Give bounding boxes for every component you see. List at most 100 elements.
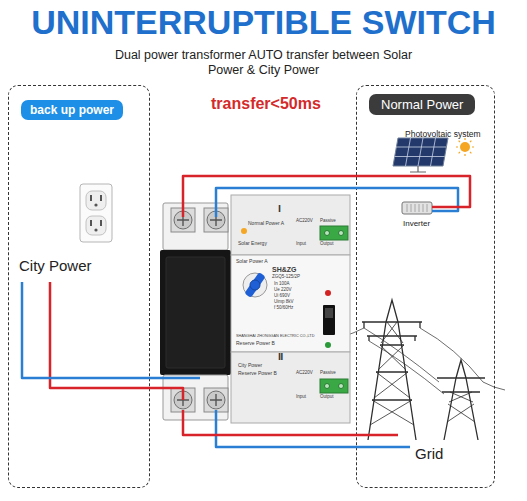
top-module [231, 195, 350, 255]
transmission-towers [344, 300, 505, 440]
source-label: City Power [19, 258, 92, 273]
block-screw [339, 384, 344, 389]
tower-lattice [370, 322, 414, 425]
live-wire [182, 195, 185, 217]
panel-face [393, 138, 448, 166]
power-wire [183, 176, 356, 195]
outlet-slot [90, 220, 92, 226]
region-badge: back up power [21, 100, 123, 120]
live-wire [182, 410, 185, 425]
terminal-housing [163, 375, 228, 420]
page-title: UNINTERRUPTIBLE SWITCH [0, 5, 527, 39]
sun-symbol [456, 138, 474, 156]
normal-power-region: Normal PowerPhotovoltaic systemInverterG… [356, 85, 495, 488]
device-marking: SHANGHAI ZHONGGAN ELECTRIC CO.,LTD [236, 335, 314, 339]
live-wire [356, 176, 470, 207]
power-outlet [80, 184, 112, 242]
device-marking: Input [296, 242, 306, 247]
device-marking: City Power [238, 363, 262, 368]
transfer-switch: ⅠNormal Power ASolar EnergyAC220VPassive… [160, 195, 350, 425]
power-lines [344, 328, 505, 394]
mode-slider [323, 305, 335, 335]
screw-slot [177, 394, 222, 406]
knob-ring [243, 273, 267, 297]
device-marking: Solar Energy [238, 241, 267, 246]
device-marking: Passive [320, 219, 336, 224]
outlet-slot [100, 195, 102, 201]
switch-device-art [160, 195, 350, 423]
body-panel [166, 257, 225, 368]
green-terminal-block [320, 226, 348, 240]
device-marking: Ⅰ [278, 206, 281, 214]
timing-note: transfer<50ms [211, 94, 321, 113]
tower-arms [362, 322, 422, 400]
backup-power-region: back up powerCity Power [8, 85, 150, 488]
device-marking: Ue 220V [274, 288, 292, 293]
component-label: Inverter [403, 220, 430, 228]
subtitle: Dual power transformer AUTO transfer bet… [112, 48, 415, 78]
screw-slot [177, 214, 222, 226]
tower-insulators [364, 322, 420, 341]
panel-stand [410, 166, 426, 172]
outlet-socket [86, 216, 106, 235]
neutral-wire [22, 282, 200, 378]
device-marking: AC220V [296, 371, 313, 376]
selector-hub [250, 280, 260, 290]
outlet-ground [94, 203, 97, 206]
tower-small-lattice [447, 392, 475, 422]
live-wire [356, 434, 398, 437]
device-marking: Normal Power A [248, 221, 284, 226]
device-marking: Uimp 8kV [274, 300, 294, 305]
tower-legs [368, 300, 416, 440]
region-badge: Normal Power [369, 94, 475, 115]
sun-rays [456, 138, 474, 156]
block-screw [325, 384, 330, 389]
outlet-slot [100, 220, 102, 226]
slider-knob [325, 308, 333, 318]
neutral-wire [216, 410, 410, 447]
device-marking: f 50/60Hz [274, 306, 293, 311]
live-wire [160, 388, 183, 400]
device-marking: SH&ZG [272, 266, 297, 273]
live-wire [50, 282, 150, 388]
indicator-red [325, 290, 331, 296]
inverter-fins [407, 204, 427, 212]
source-label: Grid [415, 446, 443, 461]
device-marking: Ⅱ [278, 354, 283, 362]
indicator-green [325, 342, 331, 348]
neutral-wire [216, 188, 458, 217]
device-marking: Solar Power A [236, 259, 268, 264]
system-label: Photovoltaic system [405, 130, 481, 139]
control-panel [231, 255, 350, 352]
sun-disc [460, 142, 470, 152]
device-marking: Reserve Power B [236, 341, 275, 346]
device-marking: ZGQ5-125/2P [272, 275, 300, 280]
device-marking: Input [296, 395, 306, 400]
power-wire [150, 387, 160, 390]
panel-grid [395, 138, 447, 166]
device-marking: AC220V [296, 219, 313, 224]
power-wire [183, 425, 356, 435]
terminal-housing [163, 203, 228, 250]
sun-icon [241, 228, 247, 234]
device-marking: In 100A [274, 282, 290, 287]
block-screw [339, 231, 344, 236]
outlet-slot [90, 195, 92, 201]
block-screw [325, 231, 330, 236]
outlet-plate [80, 184, 112, 242]
inverter-symbol [402, 202, 432, 214]
device-marking: Output [320, 242, 334, 247]
device-marking: Passive [320, 371, 336, 376]
bottom-module [231, 352, 350, 423]
device-marking: Ui 690V [274, 294, 290, 299]
switch-body-black [160, 250, 231, 375]
selector-handle [244, 272, 265, 298]
solar-panel [393, 138, 448, 172]
connector-layer [150, 176, 356, 435]
outlet-socket [86, 191, 106, 210]
inverter-body [402, 202, 432, 214]
device-marking: Reserve Power B [238, 371, 277, 376]
device-marking: Output [320, 395, 334, 400]
tower-small [437, 360, 485, 440]
